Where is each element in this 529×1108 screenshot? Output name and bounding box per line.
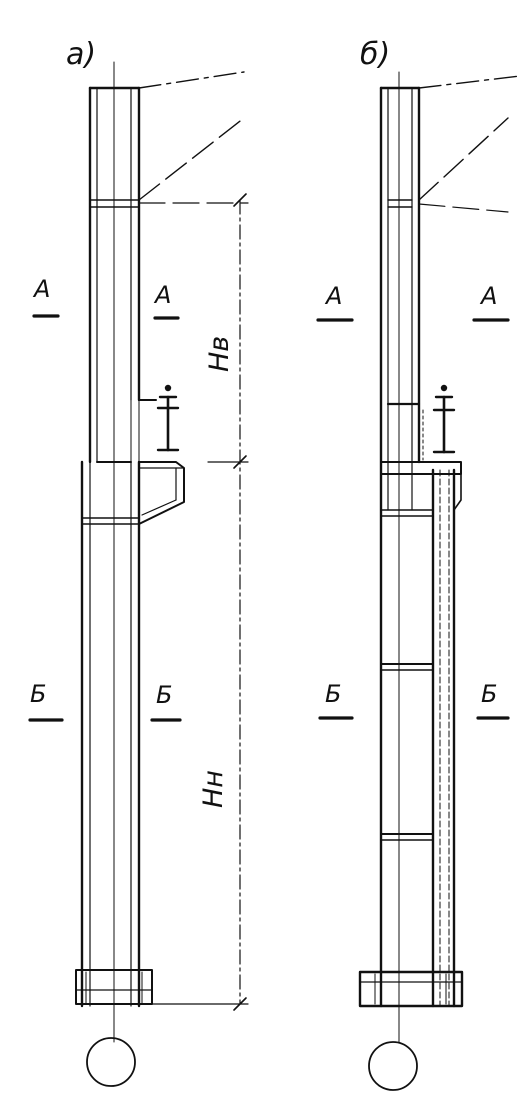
section-marker-upper-left-b: А — [324, 282, 342, 310]
section-marker-upper-left-a: А — [32, 275, 50, 303]
base-plate-a — [75, 969, 153, 1041]
axis-marker-circle-a — [86, 1037, 136, 1087]
upper-column-a — [88, 86, 141, 464]
upper-column-b — [379, 86, 421, 1008]
dimension-label-lower-height: Hн — [198, 770, 229, 808]
crane-rail-a — [138, 384, 180, 452]
roof-truss-b — [418, 75, 521, 213]
crane-console-a — [138, 461, 185, 525]
roof-truss-a — [138, 71, 249, 204]
base-plate-b — [358, 970, 464, 1043]
axis-marker-circle-b — [368, 1041, 418, 1091]
dimension-label-upper-height: Hв — [204, 336, 235, 372]
section-marker-lower-left-a: Б — [30, 680, 46, 708]
panel-b-label: б) — [360, 37, 390, 72]
lower-column-b — [380, 461, 462, 1008]
section-marker-lower-right-a: Б — [156, 681, 172, 709]
section-marker-lower-right-b: Б — [481, 680, 497, 708]
lower-column-a — [80, 460, 141, 1008]
crane-rail-b — [422, 384, 456, 461]
section-marker-lower-left-b: Б — [325, 680, 341, 708]
panel-a-label: а) — [66, 37, 96, 72]
dimension-lines-a — [149, 193, 249, 1011]
section-marker-upper-right-b: А — [479, 282, 497, 310]
panel-b: б) — [316, 37, 521, 1091]
panel-a: а) — [28, 37, 249, 1087]
section-marker-upper-right-a: А — [153, 281, 171, 309]
